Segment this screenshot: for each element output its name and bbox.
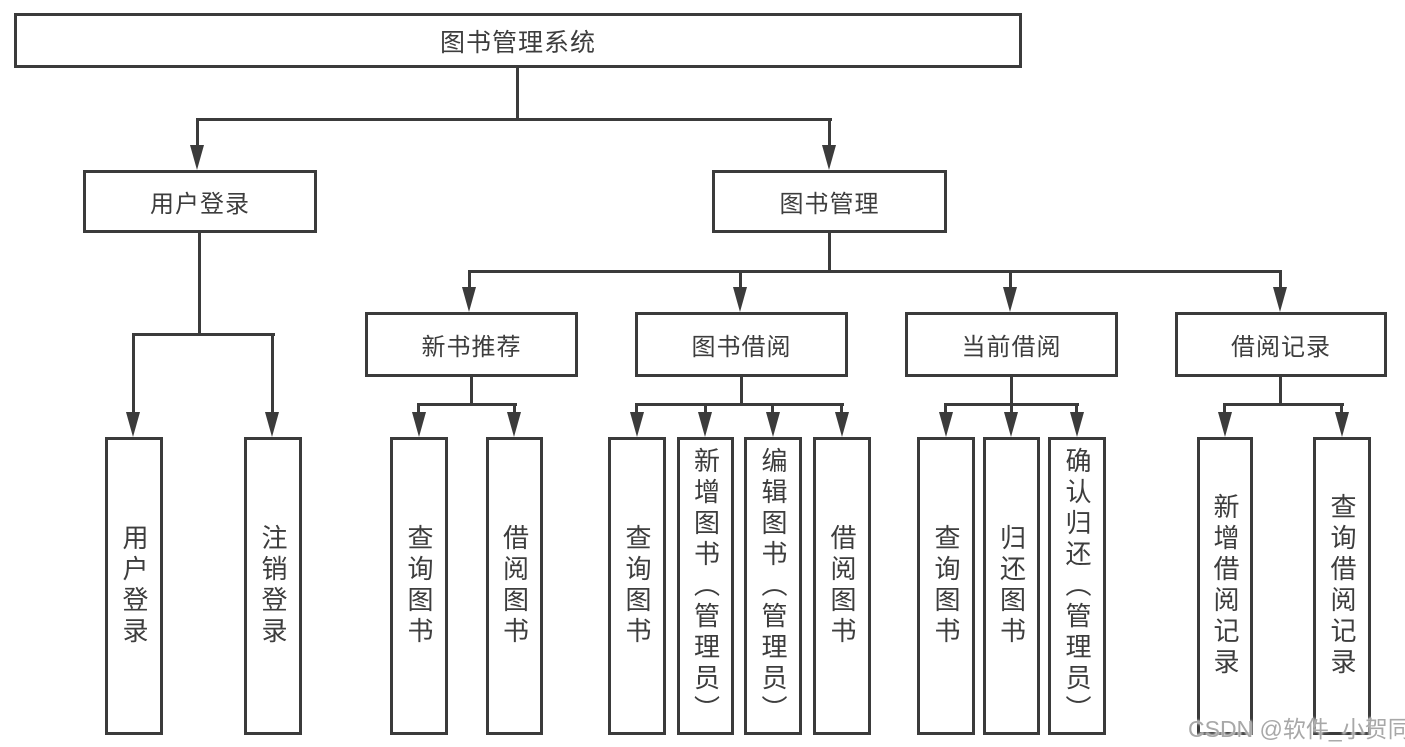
connector-line <box>1075 403 1078 417</box>
leaf-user-login: 用户登录 <box>105 437 163 735</box>
connector-line <box>468 270 471 288</box>
arrow-down-icon <box>507 412 521 437</box>
node-root: 图书管理系统 <box>14 13 1022 68</box>
node-book-borrowing: 图书借阅 <box>635 312 848 377</box>
connector-line <box>739 270 742 288</box>
connector-line <box>417 403 517 406</box>
connector-line <box>516 68 519 118</box>
leaf-borrow-books: 借阅图书 <box>813 437 871 735</box>
connector-line <box>1340 403 1343 417</box>
watermark: CSDN @软件_小贺同学 <box>1188 716 1405 742</box>
leaf-query-books-recommend: 查询图书 <box>390 437 448 735</box>
leaf-add-book-admin: 新增图书（管理员） <box>677 437 734 735</box>
connector-line <box>470 377 473 406</box>
arrow-down-icon <box>835 412 849 437</box>
connector-line <box>1223 403 1226 417</box>
arrow-down-icon <box>766 412 780 437</box>
connector-line <box>635 403 638 417</box>
leaf-add-borrow-record: 新增借阅记录 <box>1197 437 1253 735</box>
leaf-query-books-current: 查询图书 <box>917 437 975 735</box>
arrow-down-icon <box>412 412 426 437</box>
leaf-confirm-return-admin: 确认归还（管理员） <box>1048 437 1106 735</box>
connector-line <box>1279 377 1282 406</box>
connector-line <box>513 403 516 417</box>
node-user-login: 用户登录 <box>83 170 317 233</box>
arrow-down-icon <box>265 412 279 437</box>
connector-line <box>1279 270 1282 288</box>
arrow-down-icon <box>1004 412 1018 437</box>
connector-line <box>944 403 947 417</box>
leaf-query-books-borrow: 查询图书 <box>608 437 666 735</box>
arrow-down-icon <box>822 145 836 170</box>
leaf-return-books: 归还图书 <box>983 437 1040 735</box>
arrow-down-icon <box>1070 412 1084 437</box>
leaf-query-borrow-record: 查询借阅记录 <box>1313 437 1371 735</box>
arrow-down-icon <box>126 412 140 437</box>
connector-line <box>417 403 420 417</box>
arrow-down-icon <box>939 412 953 437</box>
arrow-down-icon <box>698 412 712 437</box>
node-current-borrowing: 当前借阅 <box>905 312 1118 377</box>
connector-line <box>271 333 274 415</box>
arrow-down-icon <box>462 287 476 312</box>
connector-line <box>132 333 135 415</box>
leaf-logout: 注销登录 <box>244 437 302 735</box>
connector-line <box>198 233 201 335</box>
leaf-borrow-books-recommend: 借阅图书 <box>486 437 543 735</box>
connector-line <box>1010 377 1013 406</box>
connector-line <box>635 403 844 406</box>
arrow-down-icon <box>630 412 644 437</box>
node-book-management: 图书管理 <box>712 170 947 233</box>
connector-line <box>1010 403 1013 417</box>
arrow-down-icon <box>1273 287 1287 312</box>
connector-line <box>828 118 831 152</box>
connector-line <box>771 403 774 417</box>
connector-line <box>740 377 743 406</box>
node-borrowing-records: 借阅记录 <box>1175 312 1387 377</box>
connector-line <box>196 118 199 152</box>
arrow-down-icon <box>190 145 204 170</box>
arrow-down-icon <box>1335 412 1349 437</box>
connector-line <box>132 333 275 336</box>
connector-line <box>1009 270 1012 288</box>
node-new-book-recommend: 新书推荐 <box>365 312 578 377</box>
connector-line <box>468 270 1282 273</box>
connector-line <box>840 403 843 417</box>
leaf-edit-book-admin: 编辑图书（管理员） <box>744 437 802 735</box>
arrow-down-icon <box>733 287 747 312</box>
connector-line <box>704 403 707 417</box>
connector-line <box>196 118 832 121</box>
arrow-down-icon <box>1003 287 1017 312</box>
connector-line <box>828 233 831 273</box>
connector-line <box>1223 403 1344 406</box>
arrow-down-icon <box>1218 412 1232 437</box>
